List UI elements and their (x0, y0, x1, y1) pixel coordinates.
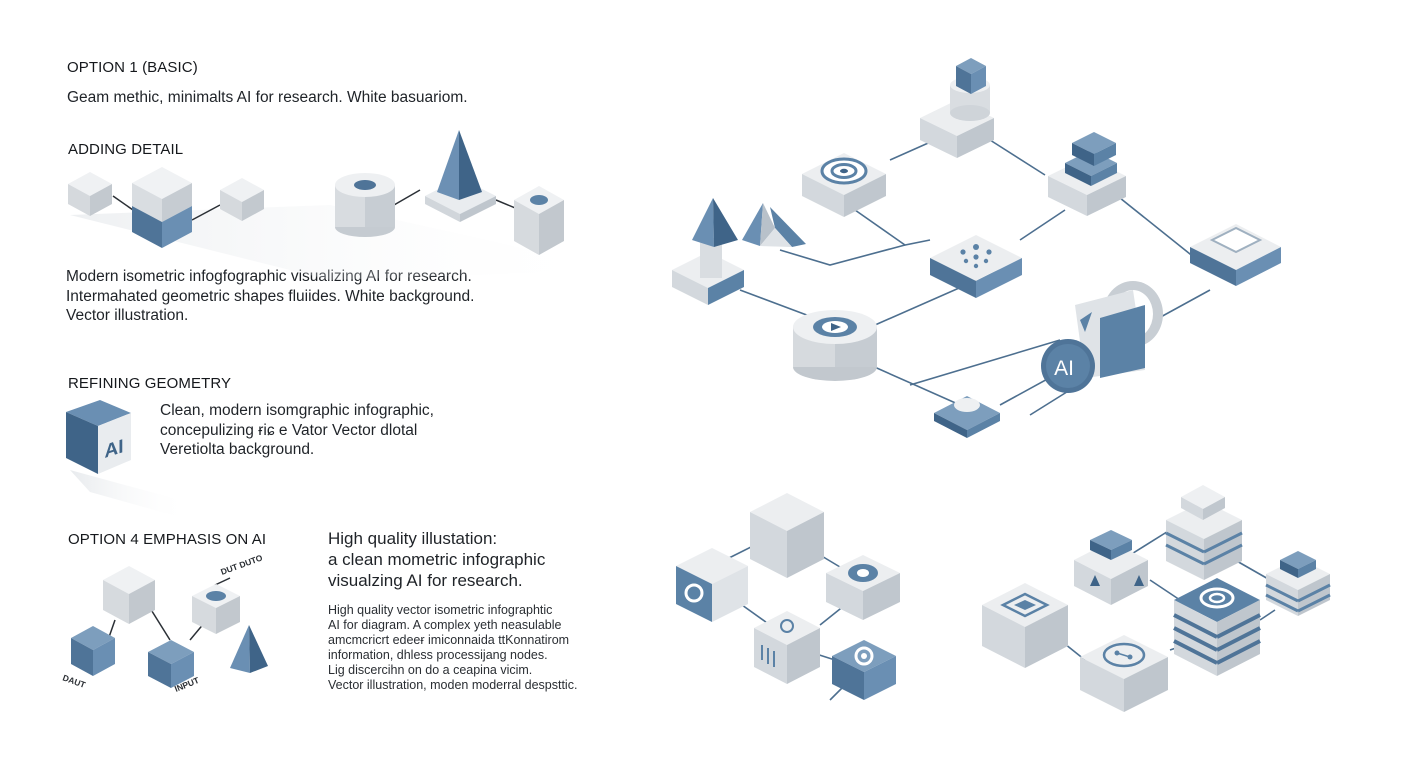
refining-geometry-caption: Clean, modern isomgraphic infographic, c… (160, 401, 434, 460)
cog-cube (832, 640, 896, 700)
small-cube (220, 178, 264, 221)
connector-line (191, 204, 221, 221)
caption-line: Veretiolta background. (160, 441, 315, 458)
blue-cube (71, 626, 115, 676)
adding-detail-shapes (68, 130, 620, 280)
body-line: High quality vector isometric infographt… (328, 603, 553, 617)
target-node (802, 153, 886, 217)
small-cube (68, 172, 112, 216)
stacked-server (1165, 485, 1243, 580)
option-4-network: DUT DUTO DAUT INPUT (61, 552, 268, 694)
screen-node (1190, 224, 1281, 286)
main-network: AI (672, 58, 1281, 438)
caption-line: Clean, modern isomgraphic infographic, (160, 402, 434, 419)
pyramid (425, 130, 496, 222)
cube-with-dot (514, 186, 564, 255)
body-line: information, dhless processijang nodes. (328, 648, 548, 662)
power-cube (826, 555, 900, 620)
ai-cube-label: AI (104, 435, 123, 463)
ai-cube: AI (66, 400, 190, 520)
top-stack-node (920, 58, 994, 158)
cube-with-dot (192, 584, 240, 634)
circuit-brain-cube (1080, 635, 1168, 712)
play-node (793, 310, 877, 381)
layered-node (1048, 132, 1126, 216)
connector-line (214, 577, 231, 586)
frame-cube (982, 583, 1068, 668)
top-cube (750, 493, 824, 578)
option-4-headline: High quality illustation: a clean mometr… (328, 528, 545, 591)
option-4-title: OPTION 4 EMPHASIS ON AI (68, 531, 267, 548)
body-line: Vector illustration, moden moderral desp… (328, 678, 578, 692)
small-server (1265, 551, 1331, 616)
prism (742, 203, 806, 247)
pill-node (934, 396, 1000, 438)
dots-node (930, 235, 1022, 298)
cylinder (335, 173, 395, 237)
label-daut: DAUT (61, 672, 87, 690)
headline-line: High quality illustation: (328, 529, 498, 548)
arrow-cube (1074, 530, 1148, 605)
drop-shadow (70, 205, 620, 280)
caption-line: concepulizing ɍiɕ e Vator Vector dlotal (160, 421, 418, 439)
refining-geometry-title: REFINING GEOMETRY (68, 375, 232, 392)
pyramid (230, 625, 268, 673)
body-line: Lig discercihn on do a ceapina vicim. (328, 663, 533, 677)
option-1-caption: Geam methic, minimalts AI for research. … (67, 89, 468, 106)
caption-line: Intermahated geometric shapes fluiides. … (66, 287, 475, 305)
headline-line: visualzing AI for research. (328, 571, 523, 590)
ai-capsule-node: AI (1041, 281, 1163, 393)
brain-stack (1173, 578, 1261, 676)
adding-detail-title: ADDING DETAIL (68, 141, 184, 158)
body-line: AI for diagram. A complex yeth neasulabl… (328, 618, 562, 632)
connector-line (149, 607, 171, 641)
split-cube (132, 167, 192, 248)
bottom-right-network (982, 485, 1331, 712)
ai-badge-label: AI (1054, 357, 1074, 380)
option-1-title: OPTION 1 (BASIC) (67, 59, 198, 76)
pyramid-node (672, 198, 744, 305)
blue-cube (148, 640, 194, 688)
connector-line (393, 189, 421, 206)
label-out: DUT DUTO (219, 552, 264, 576)
connector-line (112, 195, 134, 211)
caption-line: Vector illustration. (66, 307, 189, 324)
circuit-cube (754, 611, 820, 684)
body-line: amcmcricrt edeeɍ imiconnaida ttKonnatiro… (328, 633, 570, 647)
headline-line: a clean mometric infographic (328, 550, 546, 569)
gear-cube (676, 548, 748, 622)
option-4-body: High quality vector isometric infographt… (328, 603, 577, 693)
gray-cube (103, 566, 155, 624)
bottom-mid-network (676, 493, 900, 701)
